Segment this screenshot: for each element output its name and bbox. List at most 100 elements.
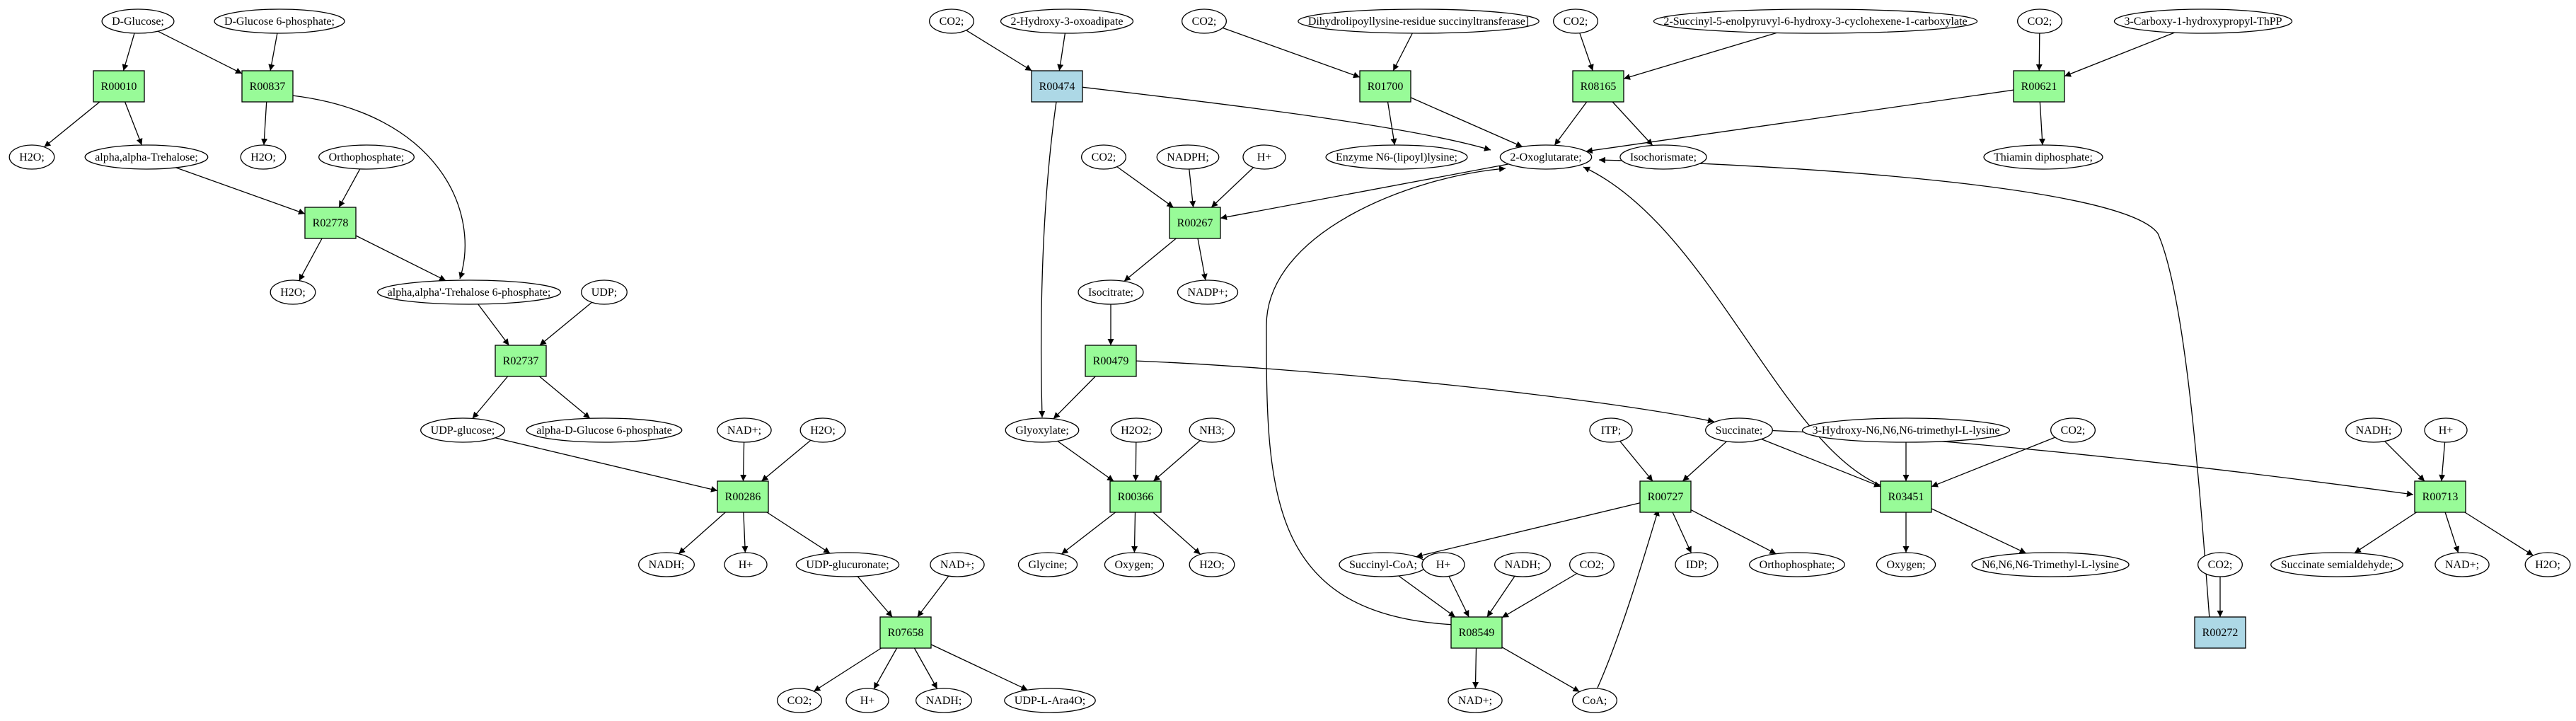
compound-node-c_co2_9: CO2;: [2197, 552, 2243, 577]
compound-ellipse: [1177, 279, 1239, 305]
edge-c_udpglucuronate-to-r_R07658: [857, 576, 893, 618]
compound-label: Isocitrate;: [1088, 287, 1133, 299]
edge-r_R00837-to-c_trehalose6p: [291, 95, 466, 279]
compound-label: NAD+;: [2445, 559, 2479, 571]
compound-label: NADH;: [2356, 425, 2392, 437]
compound-label: NADH;: [926, 695, 962, 707]
compound-label: 2-Hydroxy-3-oxoadipate: [1010, 16, 1123, 28]
compound-node-c_h2o_3: H2O;: [270, 279, 316, 305]
compound-label: alpha,alpha-Trehalose;: [95, 151, 198, 163]
compound-ellipse: [1572, 688, 1617, 713]
edge-c_nadh_3-to-r_R08549: [1486, 575, 1515, 618]
compound-label: CO2;: [1092, 151, 1116, 163]
compound-ellipse: [1801, 417, 2011, 443]
compound-label: UDP-glucose;: [431, 425, 495, 437]
compound-label: CO2;: [940, 16, 964, 28]
compound-label: alpha-D-Glucose 6-phosphate: [536, 425, 672, 437]
compound-label: H2O;: [1199, 559, 1225, 571]
compound-node-c_nh3: NH3;: [1189, 417, 1235, 443]
compound-label: Glycine;: [1028, 559, 1067, 571]
compound-label: CO2;: [2208, 559, 2233, 571]
compound-ellipse: [2424, 417, 2468, 443]
compound-node-c_co2_1: CO2;: [777, 688, 822, 713]
edge-r_R02778-to-c_h2o_3: [299, 238, 323, 282]
compound-node-c_succinatesemialdehyde: Succinate semialdehyde;: [2270, 552, 2403, 577]
compound-label: CO2;: [1564, 16, 1588, 28]
edge-c_co2_7-to-r_R03451: [1931, 437, 2055, 488]
compound-node-c_hydroxyoxoadipate: 2-Hydroxy-3-oxoadipate: [1000, 8, 1134, 34]
compound-ellipse: [1569, 552, 1615, 577]
compound-ellipse: [1421, 552, 1465, 577]
compound-node-c_co2_6: CO2;: [1081, 144, 1126, 170]
compound-label: UDP;: [591, 287, 617, 299]
compound-label: NAD+;: [727, 425, 761, 437]
compound-label: Oxygen;: [1114, 559, 1153, 571]
edge-r_R08549-to-c_oxoglutarate: [1266, 166, 1506, 625]
edge-c_orthophosphate_1-to-r_R02778: [338, 168, 361, 208]
compound-ellipse: [1448, 688, 1503, 713]
compound-node-c_udp: UDP;: [581, 279, 628, 305]
compound-node-c_orthophosphate_1: Orthophosphate;: [318, 144, 415, 170]
compound-node-c_idp: IDP;: [1675, 552, 1719, 577]
compound-node-c_orthophosphate_2: Orthophosphate;: [1749, 552, 1845, 577]
compound-label: Dihydrolipoyllysine-residue succinyltran…: [1308, 16, 1529, 28]
edge-r_R01700-to-c_enzymen6: [1387, 101, 1397, 146]
compound-ellipse: [1104, 552, 1165, 577]
compound-label: Orthophosphate;: [1760, 559, 1835, 571]
edge-r_R00727-to-c_succinylcoa: [1416, 502, 1641, 559]
reaction-label: R00267: [1177, 217, 1213, 229]
reaction-node-r_R02737: R02737: [495, 345, 547, 377]
edge-c_succinylenol-to-r_R08165: [1623, 32, 1777, 80]
compound-label: NAD+;: [1458, 695, 1492, 707]
compound-ellipse: [420, 417, 505, 443]
compound-label: 3-Hydroxy-N6,N6,N6-trimethyl-L-lysine: [1813, 425, 2000, 437]
edge-r_R00286-to-c_udpglucuronate: [766, 512, 831, 554]
reaction-box: [2194, 616, 2246, 649]
edge-r_R00366-to-c_glycine: [1061, 512, 1116, 555]
compound-node-c_h2o_4: H2O;: [799, 417, 846, 443]
edge-c_coa-to-r_R00727: [1597, 509, 1660, 688]
reaction-box: [241, 70, 294, 103]
compound-label: H+: [1436, 559, 1451, 571]
edge-r_R00837-to-c_h2o_2: [261, 101, 268, 146]
compound-node-c_nadp_c: NAD+;: [1448, 688, 1503, 713]
compound-label: Succinate semialdehyde;: [2281, 559, 2393, 571]
reaction-box: [2013, 70, 2065, 103]
reaction-label: R00713: [2422, 491, 2459, 503]
compound-ellipse: [930, 552, 985, 577]
compound-label: Succinyl-CoA;: [1349, 559, 1417, 571]
compound-node-c_co2_4: CO2;: [1553, 8, 1598, 34]
reaction-label: R08165: [1581, 81, 1617, 93]
edge-r_R02737-to-c_udpglucose: [472, 376, 509, 419]
compound-ellipse: [1653, 8, 1978, 34]
reaction-node-r_R01700: R01700: [1359, 70, 1411, 103]
compound-ellipse: [318, 144, 415, 170]
compound-ellipse: [1182, 8, 1227, 34]
compound-ellipse: [1876, 552, 1936, 577]
compound-node-c_isocitrate: Isocitrate;: [1078, 279, 1144, 305]
compound-ellipse: [1749, 552, 1845, 577]
compound-label: NADP+;: [1187, 287, 1228, 299]
compound-ellipse: [1004, 688, 1096, 713]
reaction-node-r_R03451: R03451: [1880, 480, 1932, 513]
compound-label: ITP;: [1601, 425, 1621, 437]
edge-r_R00621-to-c_oxoglutarate: [1586, 89, 2014, 154]
compound-ellipse: [2524, 552, 2571, 577]
reaction-label: R00621: [2021, 81, 2057, 93]
reaction-label: R07658: [888, 627, 924, 639]
reaction-box: [1109, 480, 1162, 513]
compound-label: H2O;: [250, 151, 276, 163]
reaction-node-r_R00727: R00727: [1639, 480, 1692, 513]
compound-ellipse: [2197, 552, 2243, 577]
compound-label: Isochorismate;: [1630, 151, 1697, 163]
edge-c_co2_8-to-r_R08549: [1501, 572, 1578, 618]
compound-label: D-Glucose 6-phosphate;: [224, 16, 335, 28]
reaction-node-r_R00272: R00272: [2194, 616, 2246, 649]
compound-ellipse: [214, 8, 345, 34]
reaction-box: [304, 207, 357, 239]
compound-node-c_glycine: Glycine;: [1017, 552, 1078, 577]
compound-ellipse: [1189, 417, 1235, 443]
edge-r_R07658-to-c_co2_1: [813, 647, 882, 692]
compound-ellipse: [2435, 552, 2490, 577]
